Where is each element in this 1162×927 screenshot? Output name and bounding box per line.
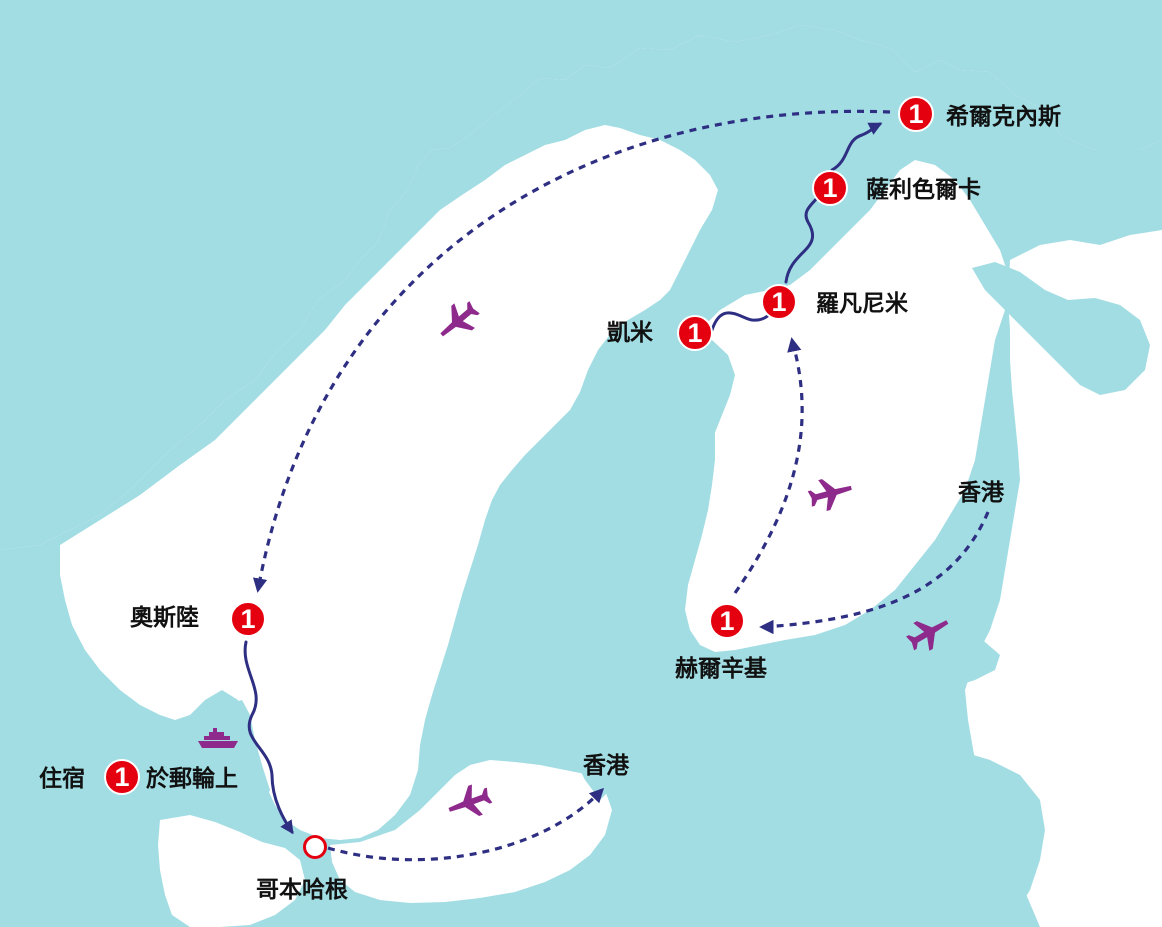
north-sea-west — [0, 545, 60, 610]
nights-badge-kirkenes: 1 — [898, 96, 934, 132]
baltic-east-land — [965, 230, 1162, 927]
label-saariselka: 薩利色爾卡 — [866, 177, 981, 203]
label-kirkenes: 希爾克內斯 — [946, 104, 1061, 130]
cruise-note-prefix: 住宿 — [39, 766, 85, 792]
skagerrak — [0, 600, 270, 818]
white-sea — [972, 262, 1150, 395]
label-hongkong-arrival: 香港 — [583, 753, 629, 779]
nights-badge-cruise: 1 — [104, 759, 140, 795]
gulf-of-bothnia — [520, 335, 735, 800]
baltic-sea — [560, 712, 1045, 927]
label-copenhagen: 哥本哈根 — [256, 877, 348, 903]
plane-icon — [448, 784, 493, 816]
drive-rovaniemi-saariselka — [784, 184, 828, 284]
norwegian-sea — [0, 0, 1162, 550]
finland-land — [685, 160, 1010, 652]
label-hongkong-departure: 香港 — [958, 480, 1004, 506]
flight-helsinki-rovaniemi — [733, 339, 804, 594]
sweden-south-land — [330, 760, 612, 903]
cruise-ship-icon — [198, 728, 238, 748]
drive-saariselka-kirkenes — [830, 122, 883, 172]
label-oslo: 奧斯陸 — [130, 605, 199, 631]
label-helsinki: 赫爾辛基 — [675, 656, 767, 682]
arrow-to-rovaniemi — [787, 337, 802, 353]
flight-kirkenes-oslo — [252, 109, 891, 593]
label-kemi: 凱米 — [607, 320, 653, 346]
plane-icon — [440, 301, 480, 337]
cruise-note-suffix: 於郵輪上 — [146, 766, 238, 792]
flight-hongkong-helsinki — [761, 511, 990, 629]
cruise-oslo-copenhagen — [243, 640, 294, 835]
label-rovaniemi: 羅凡尼米 — [816, 291, 908, 317]
plane-icon — [807, 479, 852, 512]
plane-icon — [906, 620, 949, 651]
norway-sweden-land — [60, 125, 718, 840]
gulf-of-finland — [712, 625, 1000, 714]
marker-copenhagen — [303, 835, 327, 859]
flight-copenhagen-hongkong — [327, 787, 604, 862]
nights-badge-saariselka: 1 — [812, 170, 848, 206]
nights-badge-oslo: 1 — [230, 601, 266, 637]
denmark-land — [158, 815, 305, 927]
nights-badge-helsinki: 1 — [709, 603, 745, 639]
nights-badge-rovaniemi: 1 — [761, 284, 797, 320]
nights-badge-kemi: 1 — [677, 315, 713, 351]
